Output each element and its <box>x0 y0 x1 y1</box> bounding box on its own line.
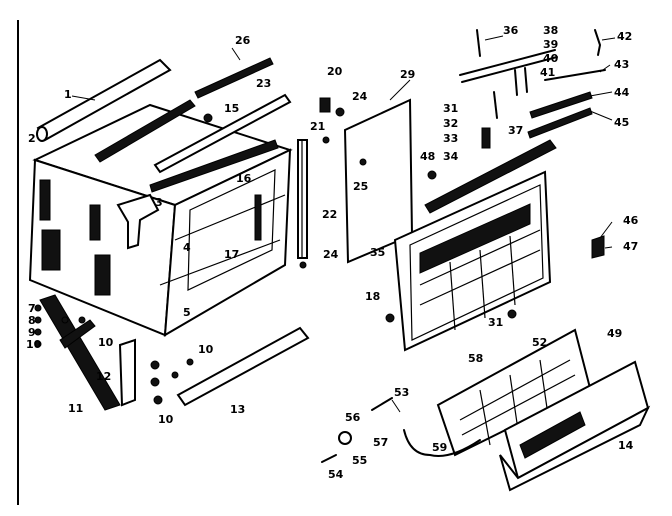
callout-58: 58 <box>468 352 483 365</box>
callout-42: 42 <box>617 30 632 43</box>
callout-16: 16 <box>236 172 252 185</box>
callout-41: 41 <box>540 66 555 79</box>
rod-part-44 <box>529 91 593 119</box>
callout-47: 47 <box>623 240 638 253</box>
strip-upper <box>94 99 196 163</box>
callout-10c: 10 <box>198 343 214 356</box>
callout-9: 9 <box>28 326 36 339</box>
callout-57: 57 <box>373 436 388 449</box>
front-grille-part-35 <box>393 170 552 352</box>
callout-35: 35 <box>370 246 385 259</box>
cabinet-housing <box>28 103 293 337</box>
rail-part-13 <box>176 326 310 407</box>
callout-24b: 24 <box>323 248 339 261</box>
fastener-part-20 <box>319 97 345 117</box>
screw-cluster-bottom <box>150 358 194 405</box>
bar-part-22 <box>297 139 308 259</box>
callout-29: 29 <box>400 68 415 81</box>
screw-part-21 <box>322 136 330 144</box>
callout-12: 12 <box>96 370 111 383</box>
callout-26: 26 <box>235 34 251 47</box>
strip-part-33 <box>424 139 557 214</box>
callout-5: 5 <box>183 306 191 319</box>
callout-49: 49 <box>607 327 622 340</box>
wire-part-57 <box>403 429 481 457</box>
callout-13: 13 <box>230 403 245 416</box>
callout-10d: 10 <box>158 413 174 426</box>
callout-22: 22 <box>322 208 337 221</box>
callout-3: 3 <box>155 196 163 209</box>
callout-11: 11 <box>68 402 83 415</box>
strip-part-23 <box>153 93 292 174</box>
callout-32: 32 <box>443 117 458 130</box>
callout-2: 2 <box>28 132 36 145</box>
screw-part-18 <box>385 313 395 323</box>
screw-part-24-lower <box>299 261 307 269</box>
filter-part-58 <box>436 328 592 457</box>
screw-part-31-lower <box>507 309 517 319</box>
callout-numbers: 1 2 3 4 5 7 8 9 10 10 10 10 11 12 13 14 … <box>26 24 639 481</box>
screw-part-15 <box>203 113 213 123</box>
callout-7: 7 <box>28 302 36 315</box>
callout-31a: 31 <box>443 102 458 115</box>
callout-24a: 24 <box>352 90 368 103</box>
clip-part-40-41 <box>514 67 528 96</box>
callout-8: 8 <box>28 314 36 327</box>
callout-56: 56 <box>345 411 361 424</box>
callout-45: 45 <box>614 116 629 129</box>
callout-4: 4 <box>183 241 191 254</box>
rod-part-37 <box>493 91 498 119</box>
clip-part-48 <box>427 170 437 180</box>
callout-39: 39 <box>543 38 558 51</box>
rod-part-36 <box>476 29 481 57</box>
callout-46: 46 <box>623 214 639 227</box>
bracket-part-46 <box>591 235 605 259</box>
front-panel-part-49 <box>499 360 651 492</box>
callout-17: 17 <box>224 248 239 261</box>
clip-part-42 <box>594 29 601 56</box>
leader-lines <box>71 35 616 413</box>
bracket-part-12 <box>118 338 136 407</box>
callout-23: 23 <box>256 77 271 90</box>
rail-part-26 <box>194 57 274 99</box>
callout-48: 48 <box>420 150 435 163</box>
callout-21: 21 <box>310 120 325 133</box>
callout-31b: 31 <box>488 316 503 329</box>
callout-34: 34 <box>443 150 459 163</box>
screw-part-25 <box>359 158 367 166</box>
callout-55: 55 <box>352 454 367 467</box>
callout-20: 20 <box>327 65 343 78</box>
callout-36: 36 <box>503 24 519 37</box>
strap-part-11 <box>39 294 121 411</box>
rod-part-45 <box>527 107 593 139</box>
callout-38: 38 <box>543 24 558 37</box>
callout-59: 59 <box>432 441 447 454</box>
bracket-part-3 <box>116 193 160 250</box>
rail-part-1 <box>36 58 172 142</box>
callout-15: 15 <box>224 102 239 115</box>
callout-25: 25 <box>353 180 368 193</box>
callout-33: 33 <box>443 132 458 145</box>
knob-part-55 <box>338 431 352 445</box>
callout-43: 43 <box>614 58 629 71</box>
callout-18: 18 <box>365 290 380 303</box>
clip-part-32 <box>481 127 491 149</box>
callout-14: 14 <box>618 439 634 452</box>
screw-cluster-left <box>34 304 86 348</box>
screw-part-53 <box>371 397 393 411</box>
callout-52: 52 <box>532 336 547 349</box>
callout-10b: 10 <box>98 336 114 349</box>
callout-54: 54 <box>328 468 344 481</box>
callout-53: 53 <box>394 386 409 399</box>
strip-part-16 <box>149 139 279 193</box>
callout-40: 40 <box>543 52 559 65</box>
callout-1: 1 <box>64 88 72 101</box>
rod-part-43 <box>544 69 606 81</box>
screw-part-54 <box>321 454 337 463</box>
callout-37: 37 <box>508 124 523 137</box>
strip-part-38-39 <box>459 49 558 83</box>
callout-10a: 10 <box>26 338 42 351</box>
callout-44: 44 <box>614 86 630 99</box>
